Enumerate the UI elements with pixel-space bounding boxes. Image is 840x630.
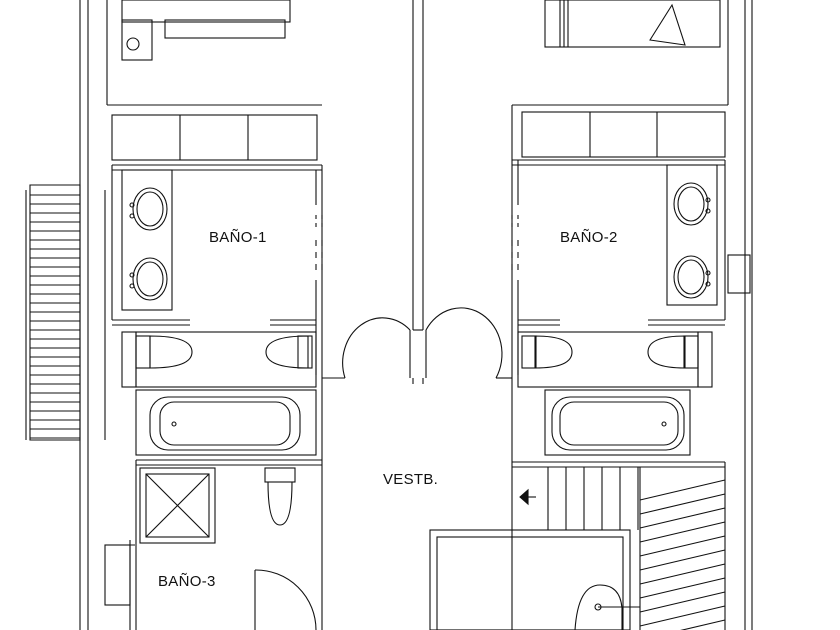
bano3-walls bbox=[104, 459, 322, 630]
bano2-toilets bbox=[517, 331, 713, 388]
bano3-toilet bbox=[264, 467, 296, 526]
exterior-walls bbox=[79, 0, 753, 630]
interior-stairs bbox=[429, 461, 726, 630]
room-label-bano-1: BAÑO-1 bbox=[209, 229, 267, 246]
room-label-vestibule: VESTB. bbox=[383, 471, 439, 488]
bano2-vanity bbox=[666, 164, 718, 306]
room-label-bano-2: BAÑO-2 bbox=[560, 229, 618, 246]
bano1-vanity bbox=[121, 169, 173, 311]
closet-left bbox=[111, 114, 318, 161]
bano1-bathtub bbox=[135, 389, 317, 456]
bed-top-right bbox=[544, 0, 721, 48]
closet-right bbox=[521, 111, 726, 158]
bed-top-left bbox=[121, 0, 291, 61]
bano2-bathtub bbox=[544, 389, 691, 456]
bano1-toilets bbox=[121, 331, 317, 388]
vestibule-doors bbox=[322, 307, 512, 379]
exterior-stairs bbox=[25, 184, 106, 441]
room-label-bano-3: BAÑO-3 bbox=[158, 573, 216, 590]
bano3-shower bbox=[139, 467, 216, 544]
